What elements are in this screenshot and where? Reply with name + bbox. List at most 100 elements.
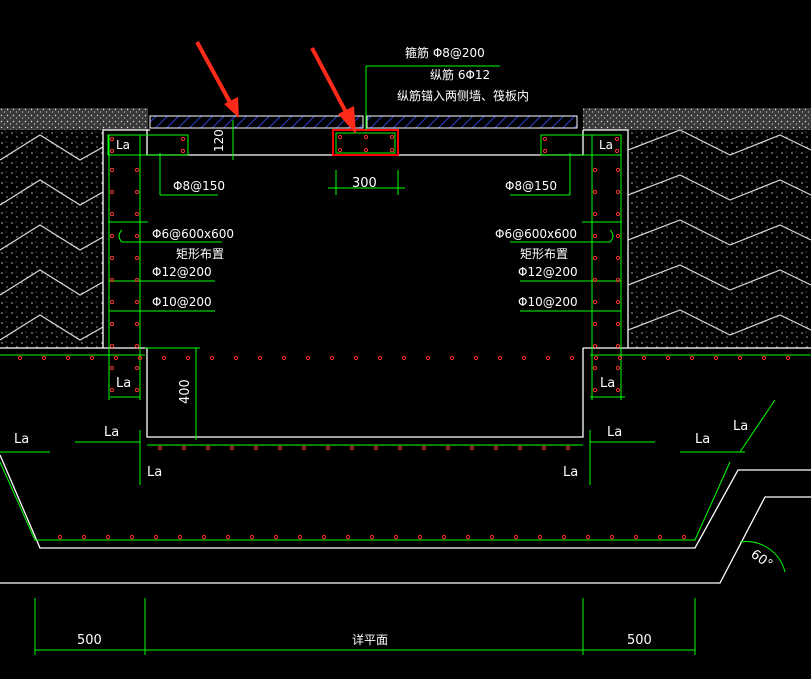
depth-dim-400: 400 xyxy=(178,379,193,404)
rebar-dot xyxy=(592,167,598,173)
soil-left xyxy=(0,130,104,348)
rebar-dot xyxy=(273,534,279,540)
rebar-dot xyxy=(305,355,311,361)
rebar-dot xyxy=(592,365,598,371)
rebar-dot xyxy=(592,233,598,239)
rebar-dot xyxy=(785,355,791,361)
stirrup-label: 箍筋 Φ8@200 xyxy=(405,45,485,60)
rebar-dot xyxy=(65,355,71,361)
dim-right-500: 500 xyxy=(627,633,652,648)
rebar-dot xyxy=(134,365,140,371)
red-arrows xyxy=(195,41,356,134)
rebar-dot xyxy=(329,355,335,361)
rebar-dot xyxy=(134,387,140,393)
rebar-dot xyxy=(181,445,187,451)
rebar-dot xyxy=(592,343,598,349)
la-label-base-left-lower: La xyxy=(147,465,162,480)
rebar-dot xyxy=(615,299,621,305)
rebar-dot xyxy=(565,445,571,451)
rebar-dot xyxy=(545,355,551,361)
rebar-dot xyxy=(109,365,115,371)
rebar-dot xyxy=(537,534,543,540)
right-phi8-label: Φ8@150 xyxy=(505,179,557,193)
la-label-beam-right: La xyxy=(599,138,613,152)
rebar-dot xyxy=(134,211,140,217)
rebar-dot xyxy=(441,534,447,540)
rebar-dot xyxy=(542,136,548,142)
rebar-dot xyxy=(397,445,403,451)
rebar-dot xyxy=(17,355,23,361)
rebar-lines xyxy=(0,65,811,655)
rebar-dot xyxy=(369,534,375,540)
rebar-dot xyxy=(614,136,620,142)
rebar-dot xyxy=(542,148,548,154)
beam-width-dim: 300 xyxy=(352,176,377,191)
rebar-dot xyxy=(615,343,621,349)
rebar-dot xyxy=(421,445,427,451)
rebar-dot xyxy=(445,445,451,451)
la-label-beam-left: La xyxy=(116,138,130,152)
rebar-dot xyxy=(633,534,639,540)
rebar-dot xyxy=(277,445,283,451)
la-label-wall-right: La xyxy=(600,376,615,391)
rebar-dot xyxy=(337,147,343,153)
soil-right xyxy=(627,129,811,348)
rebar-dot xyxy=(41,355,47,361)
rebar-dot xyxy=(592,299,598,305)
rebar-dot xyxy=(57,534,63,540)
rebar-dot xyxy=(109,233,115,239)
rebar-dot xyxy=(592,189,598,195)
left-phi8-label: Φ8@150 xyxy=(173,179,225,193)
rebar-dot xyxy=(325,445,331,451)
rebar-dot xyxy=(513,534,519,540)
rebar-dot xyxy=(109,167,115,173)
rebar-dot xyxy=(609,534,615,540)
rebar-dot xyxy=(134,255,140,261)
ground-strip-left xyxy=(0,108,148,130)
cover-slab-right xyxy=(366,115,578,129)
left-phi10-label: Φ10@200 xyxy=(152,295,212,309)
rebar-dot xyxy=(349,445,355,451)
rebar-dot xyxy=(337,134,343,140)
rebar-dot xyxy=(761,355,767,361)
rebar-dot xyxy=(301,445,307,451)
dim-left-500: 500 xyxy=(77,633,102,648)
rebar-dot xyxy=(592,255,598,261)
rebar-dot xyxy=(229,445,235,451)
rebar-dot xyxy=(134,321,140,327)
rebar-dot xyxy=(615,277,621,283)
rebar-dot xyxy=(109,148,115,154)
rebar-dot xyxy=(281,355,287,361)
rebar-dot xyxy=(425,355,431,361)
rebar-dot xyxy=(465,534,471,540)
rebar-dot xyxy=(737,355,743,361)
anchor-note: 纵筋锚入两侧墙、筏板内 xyxy=(397,88,529,103)
la-label-base-right: La xyxy=(607,425,622,440)
rebar-dot xyxy=(389,134,395,140)
rebar-dot xyxy=(615,189,621,195)
rebar-dot xyxy=(363,147,369,153)
rebar-dot xyxy=(521,355,527,361)
la-label-slope: La xyxy=(733,419,748,434)
la-label-base-far-right: La xyxy=(695,432,710,447)
rebar-dot xyxy=(201,534,207,540)
rebar-dot xyxy=(541,445,547,451)
right-phi6-label: Φ6@600x600 xyxy=(495,227,577,241)
rebar-dot xyxy=(561,534,567,540)
rebar-dot xyxy=(713,355,719,361)
rebar-dot xyxy=(161,355,167,361)
rebar-dot xyxy=(592,277,598,283)
rebar-dot xyxy=(109,387,115,393)
rebar-dot xyxy=(109,321,115,327)
rebar-dot xyxy=(129,534,135,540)
rebar-dot xyxy=(109,136,115,142)
rebar-dot xyxy=(134,233,140,239)
rebar-dot xyxy=(249,534,255,540)
rebar-dot xyxy=(225,534,231,540)
rebar-dot xyxy=(321,534,327,540)
rebar-dot xyxy=(615,211,621,217)
la-label-base-right-lower: La xyxy=(563,465,578,480)
rebar-dot xyxy=(592,387,598,393)
rebar-dot xyxy=(134,299,140,305)
rebar-dot xyxy=(109,255,115,261)
